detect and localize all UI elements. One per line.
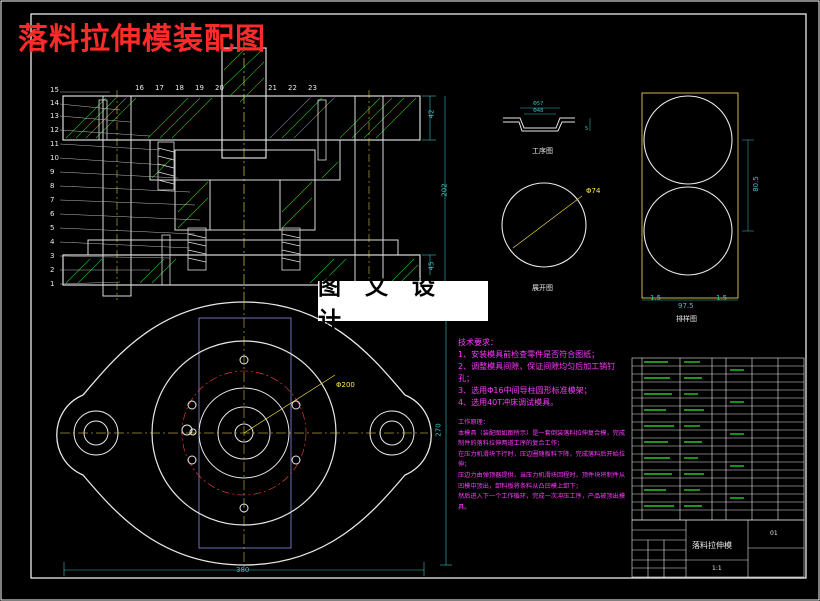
tech-item: 1、安装模具前检查零件是否符合图纸； (458, 350, 600, 359)
part-number: 21 (268, 84, 277, 92)
title-block (631, 519, 805, 578)
inner-frame (30, 13, 807, 579)
blank-view-label: 展开图 (532, 284, 553, 292)
dim-part-d2: Φ48 (533, 108, 544, 114)
part-number: 1 (50, 280, 55, 288)
part-number: 4 (50, 238, 55, 246)
part-number: 19 (195, 84, 204, 92)
part-number: 6 (50, 210, 55, 218)
technical-requirements: 技术要求： 1、安装模具前检查零件是否符合图纸； 2、调整模具间隙，保证间隙均匀… (458, 337, 618, 409)
dim-part-h: 5 (585, 126, 589, 132)
part-number: 23 (308, 84, 317, 92)
title-block-sheet: 01 (770, 530, 778, 537)
part-number: 14 (50, 99, 59, 107)
dim-height-plan: 270 (434, 423, 443, 437)
dim-strip-pitch: 80.5 (751, 176, 760, 192)
parts-list-text (644, 361, 744, 507)
part-number: 22 (288, 84, 297, 92)
work-item: 然后进入下一个工作循环，完成一次冲压工序，产品被顶出模具。 (458, 493, 626, 511)
part-number: 17 (155, 84, 164, 92)
part-number: 16 (135, 84, 144, 92)
part-number: 5 (50, 224, 55, 232)
strip-view (641, 92, 754, 301)
dim-blank-diameter: Φ74 (586, 187, 601, 195)
dim-top-thickness: 42 (427, 109, 436, 119)
part-number: 13 (50, 112, 59, 120)
part-number: 2 (50, 266, 55, 274)
part-number: 3 (50, 252, 55, 260)
part-number: 8 (50, 182, 55, 190)
process-view (503, 107, 591, 132)
drawing-title: 落料拉伸模装配图 (18, 22, 266, 57)
dim-strip-width: 97.5 (678, 302, 694, 310)
title-block-name: 落料拉伸模 (692, 541, 732, 550)
front-section-view (59, 40, 452, 300)
tech-item: 2、调整模具间隙，保证间隙均匀后加工销钉孔； (458, 362, 616, 383)
blank-view (501, 182, 587, 268)
dim-part-d1: Φ57 (533, 101, 544, 107)
part-number: 20 (215, 84, 224, 92)
part-number: 12 (50, 126, 59, 134)
dim-height-front: 202 (440, 183, 449, 197)
tech-item: 4、选用40T冲床调试模具。 (458, 398, 559, 407)
dim-strip-edge-b: 1.5 (716, 294, 728, 302)
strip-view-label: 排样图 (676, 315, 697, 323)
part-number: 10 (50, 154, 59, 162)
part-number: 9 (50, 168, 55, 176)
watermark-banner: 图 文 设 计 (318, 273, 488, 334)
tech-heading: 技术要求： (458, 338, 498, 347)
dim-bolt-circle: Φ200 (336, 381, 355, 389)
part-number: 11 (50, 140, 59, 148)
work-item: 本模具（装配图如图所示）是一套倒装落料拉伸复合模，完成制件的落料拉伸两道工序的复… (458, 429, 626, 448)
part-number: 7 (50, 196, 55, 204)
tech-item: 3、选用Φ16中间导柱圆形标准模架； (458, 386, 592, 395)
title-block-scale: 1:1 (712, 565, 722, 572)
part-number: 18 (175, 84, 184, 92)
dim-bottom-thickness: 45 (427, 261, 436, 271)
process-view-label: 工序图 (532, 147, 553, 155)
work-item: 在压力机滑块下行时，压边圈随板料下降，完成落料后开始拉伸； (458, 450, 626, 469)
part-number: 15 (50, 86, 59, 94)
work-heading: 工作原理： (458, 419, 489, 426)
dim-width-plan: 380 (236, 566, 250, 574)
work-item: 压边力由弹顶器提供，当压力机滑块回程时，顶件块将制件从凹模中顶出，卸料板将条料从… (458, 471, 626, 490)
working-principle: 工作原理： 本模具（装配图如图所示）是一套倒装落料拉伸复合模，完成制件的落料拉伸… (458, 418, 630, 513)
dim-strip-edge-a: 1.5 (650, 294, 662, 302)
parts-list (631, 357, 805, 521)
plan-view (56, 300, 452, 576)
